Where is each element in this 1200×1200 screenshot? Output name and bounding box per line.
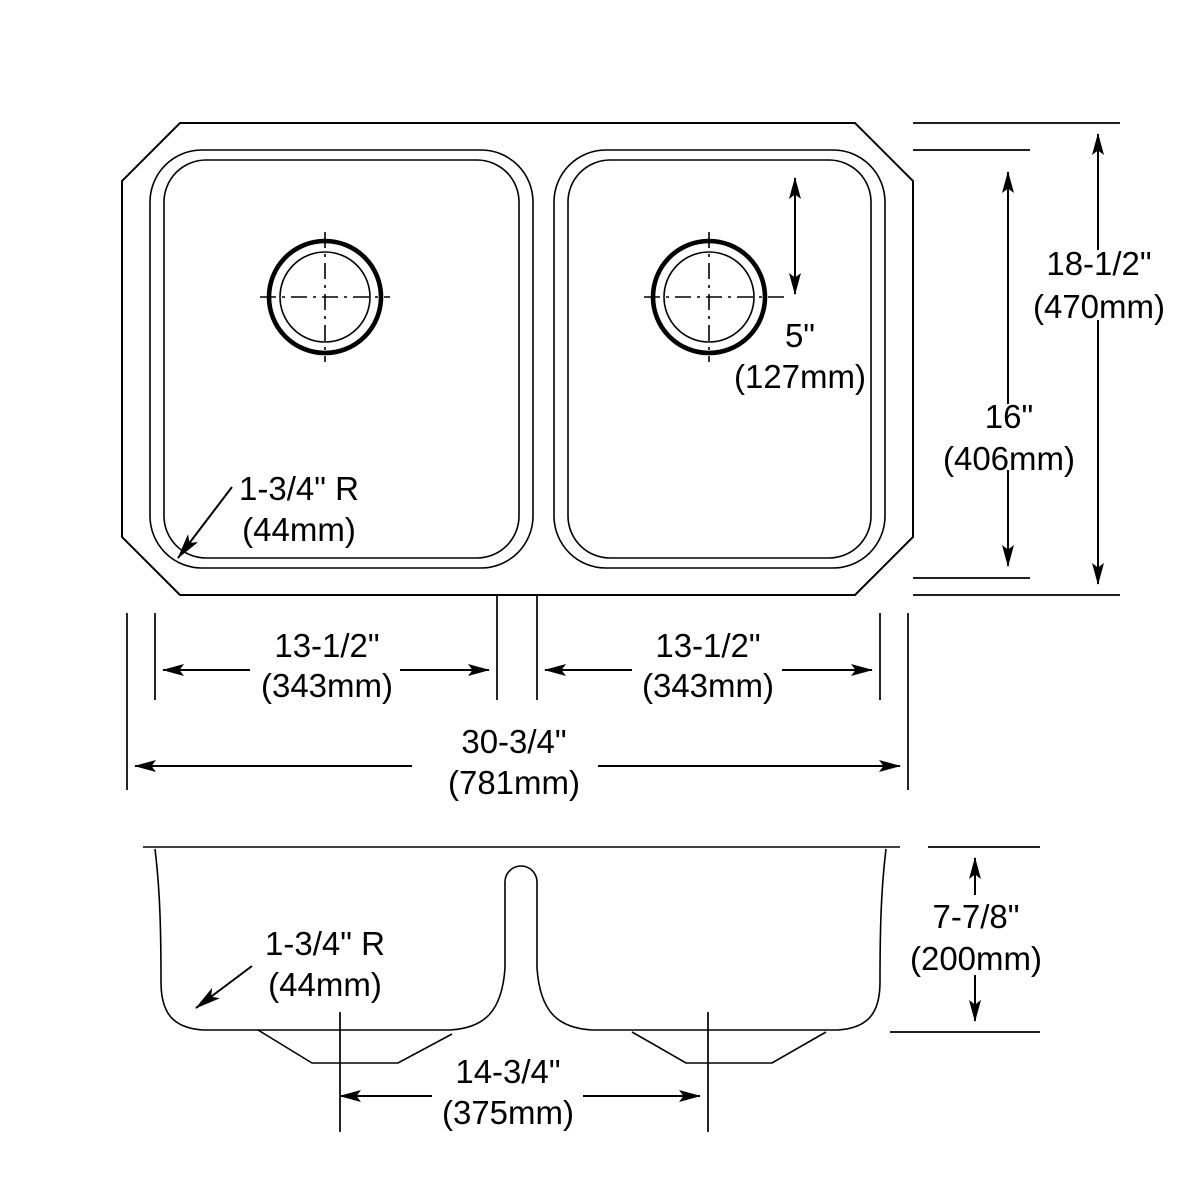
top-view [121,122,914,596]
right-bowl-rim-inner [567,159,872,559]
callout-corner-radius-section-view: 1-3/4" R (44mm) [195,925,385,1009]
bowl-height-metric-label: (406mm) [943,440,1075,477]
drain-offset-imperial-label: 5" [785,317,815,354]
dimension-bowl-height: 16" (406mm) [913,149,1075,579]
bowl-depth-metric-label: (200mm) [910,940,1042,977]
drain-offset-metric-label: (127mm) [734,358,866,395]
left-drain-inner-circle [279,251,371,343]
dimension-drain-offset: 5" (127mm) [734,177,866,395]
right-bowl-rim-outer [553,149,886,569]
bowl-depth-imperial-label: 7-7/8" [933,898,1020,935]
left-bowl-rim-inner [163,159,520,559]
dimension-left-bowl-width: 13-1/2" (343mm) [154,595,498,704]
corner-radius-top-imperial-label: 1-3/4" R [239,470,359,507]
overall-width-imperial-label: 30-3/4" [461,723,566,760]
section-left-bowl-sump [257,1029,453,1064]
bowl-bottom-width-imperial-label: 14-3/4" [455,1053,560,1090]
overall-height-metric-label: (470mm) [1033,288,1165,325]
dimension-right-bowl-width: 13-1/2" (343mm) [536,595,881,704]
left-bowl-width-imperial-label: 13-1/2" [274,627,379,664]
right-bowl-width-metric-label: (343mm) [642,667,774,704]
section-right-bowl-wall [592,848,887,1031]
overall-width-metric-label: (781mm) [448,764,580,801]
section-right-bowl-sump [631,1031,827,1064]
corner-radius-section-leader-line [195,965,253,1009]
left-bowl-width-metric-label: (343mm) [261,667,393,704]
corner-radius-top-metric-label: (44mm) [242,511,356,548]
dimension-bowl-depth: 7-7/8" (200mm) [890,846,1042,1033]
sink-deck-outline [121,122,914,596]
corner-radius-top-leader-line [177,486,233,559]
right-bowl-width-imperial-label: 13-1/2" [655,627,760,664]
corner-radius-section-metric-label: (44mm) [268,966,382,1003]
section-center-divider [449,865,593,1031]
bowl-bottom-width-metric-label: (375mm) [442,1094,574,1131]
right-drain-inner-circle [663,251,755,343]
dimension-bowl-bottom-width: 14-3/4" (375mm) [339,1053,701,1131]
overall-height-imperial-label: 18-1/2" [1046,245,1151,282]
callout-corner-radius-top-view: 1-3/4" R (44mm) [177,470,359,559]
corner-radius-section-imperial-label: 1-3/4" R [265,925,385,962]
dimension-overall-width: 30-3/4" (781mm) [126,613,909,801]
bowl-height-imperial-label: 16" [985,398,1033,435]
dimension-overall-height: 18-1/2" (470mm) [913,122,1165,596]
section-left-bowl-wall [154,848,450,1031]
section-view [143,846,900,1132]
left-bowl-rim-outer [149,149,534,569]
